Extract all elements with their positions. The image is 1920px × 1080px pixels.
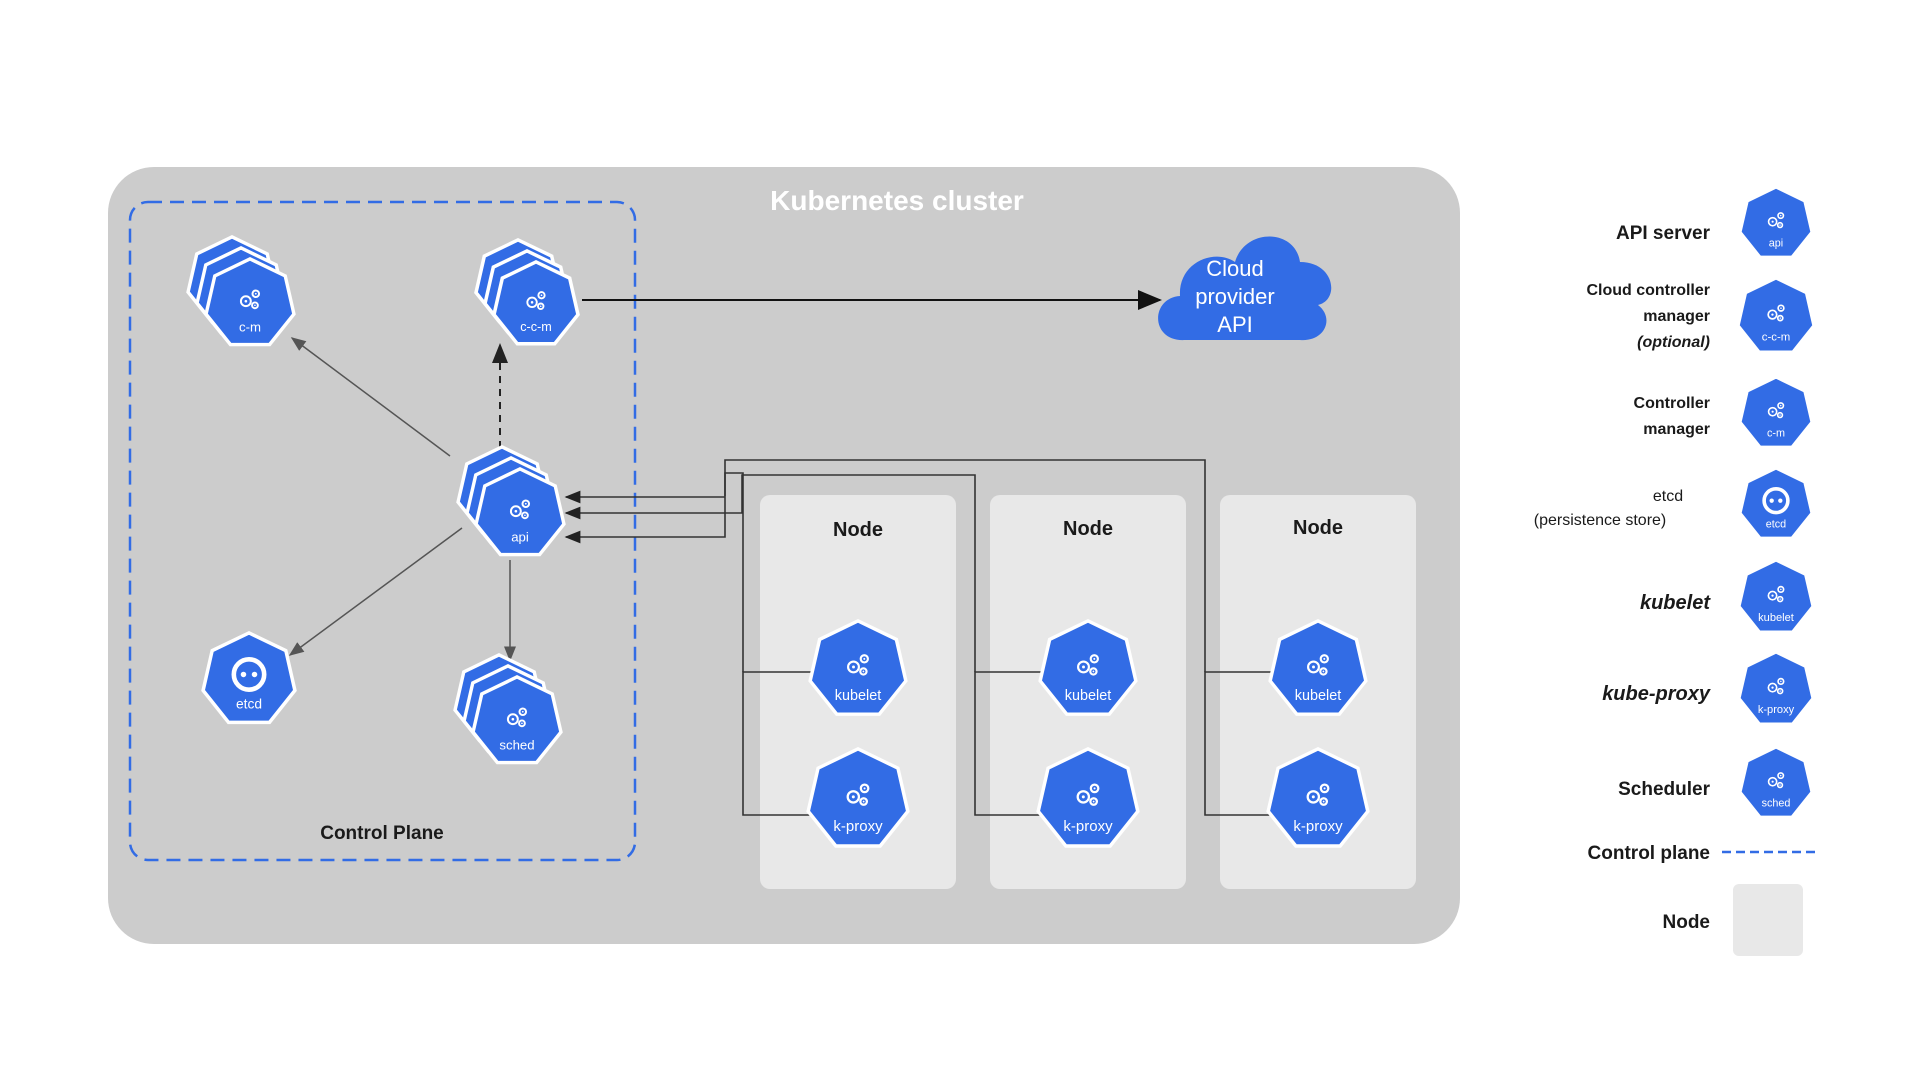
node-1-kubelet-icon-label: kubelet [835, 688, 881, 704]
legend-node: Node [1663, 912, 1711, 933]
node-3-kproxy-icon-label: k-proxy [1293, 818, 1343, 835]
scheduler-icon: sched [471, 675, 563, 765]
node-2-kproxy-icon-label: k-proxy [1063, 818, 1113, 835]
legend-ccm-icon-label: c-c-m [1762, 332, 1790, 344]
legend-api-server: API server [1616, 223, 1711, 244]
cloud-provider-icon [1158, 236, 1332, 341]
cloud-line1: Cloud [1206, 256, 1263, 281]
etcd-eye-icon [1778, 498, 1783, 503]
arrow-api-etcd [288, 527, 463, 656]
legend-api-server-icon-label: api [1769, 237, 1783, 249]
legend-ccm-line3: (optional) [1637, 334, 1710, 351]
controller-manager-icon: c-m [204, 257, 296, 347]
arrow-node3-api-path [564, 497, 726, 544]
legend-cm-icon-label: c-m [1767, 427, 1785, 439]
legend-api-server-icon: api [1738, 185, 1814, 260]
node-1-kproxy-icon: k-proxy [806, 747, 910, 848]
legend-etcd-line2: (persistence store) [1534, 512, 1667, 529]
component-icons: c-m c-c-m api etcd sched kubelet k-proxy kubele… [186, 185, 1816, 848]
legend-ccm-line2: manager [1643, 308, 1710, 325]
node-3-kubelet-icon-label: kubelet [1295, 688, 1341, 704]
api-server-icon: api [474, 467, 566, 557]
legend-node-swatch [1733, 884, 1803, 956]
etcd-eye-icon [240, 671, 247, 678]
etcd-logo-icon [1762, 486, 1790, 515]
legend-cm-icon: c-m [1738, 375, 1814, 450]
cluster-title: Kubernetes cluster [770, 185, 1024, 216]
etcd-eye-icon [1769, 498, 1774, 503]
legend-etcd-line1: etcd [1653, 488, 1683, 505]
node-2-kubelet-icon-label: kubelet [1065, 688, 1111, 704]
node-3-kproxy-icon: k-proxy [1266, 747, 1370, 848]
node-3-kubelet-icon: kubelet [1268, 619, 1368, 716]
legend-kubelet: kubelet [1640, 592, 1711, 614]
legend-ccm-icon: c-c-m [1736, 276, 1816, 354]
legend-scheduler-icon-label: sched [1762, 797, 1791, 809]
node-1-kubelet-icon: kubelet [808, 619, 908, 716]
legend-control-plane: Control plane [1588, 843, 1710, 864]
legend-cm-line2: manager [1643, 421, 1710, 438]
control-plane-label: Control Plane [320, 823, 444, 844]
etcd-logo-icon [231, 656, 267, 692]
cloud-controller-manager-icon-label: c-c-m [520, 320, 551, 334]
legend-kube-proxy: kube-proxy [1602, 683, 1711, 705]
legend-kubelet-icon-label: kubelet [1758, 612, 1794, 624]
legend-etcd-icon-label: etcd [1766, 518, 1786, 530]
etcd-icon-label: etcd [236, 697, 262, 712]
legend-etcd-icon: etcd [1738, 466, 1814, 541]
node-label-1: Node [833, 519, 883, 541]
legend-kproxy-icon-label: k-proxy [1758, 704, 1795, 716]
legend-kproxy-icon: k-proxy [1737, 650, 1815, 726]
node-2-kproxy-icon: k-proxy [1036, 747, 1140, 848]
node-api-connections [724, 459, 1272, 816]
node-label-3: Node [1293, 517, 1343, 539]
legend: API server Cloud controller manager (opt… [1534, 223, 1820, 956]
legend-kubelet-icon: kubelet [1737, 558, 1815, 634]
cloud-line2: provider [1195, 284, 1274, 309]
legend-ccm-line1: Cloud controller [1586, 282, 1710, 299]
etcd-icon: etcd [201, 631, 297, 725]
node-1-kproxy-icon-label: k-proxy [833, 818, 883, 835]
node-label-2: Node [1063, 518, 1113, 540]
scheduler-icon-label: sched [499, 737, 534, 752]
api-server-icon-label: api [511, 529, 529, 544]
legend-scheduler: Scheduler [1618, 779, 1710, 800]
legend-scheduler-icon: sched [1738, 745, 1814, 820]
legend-cm-line1: Controller [1634, 395, 1710, 412]
cloud-controller-manager-icon: c-c-m [492, 260, 580, 346]
node-2-kubelet-icon: kubelet [1038, 619, 1138, 716]
controller-manager-icon-label: c-m [239, 319, 261, 334]
arrow-node2-api-path [564, 483, 743, 520]
cloud-line3: API [1217, 312, 1252, 337]
arrow-api-cm [290, 337, 451, 457]
etcd-eye-icon [251, 671, 258, 678]
